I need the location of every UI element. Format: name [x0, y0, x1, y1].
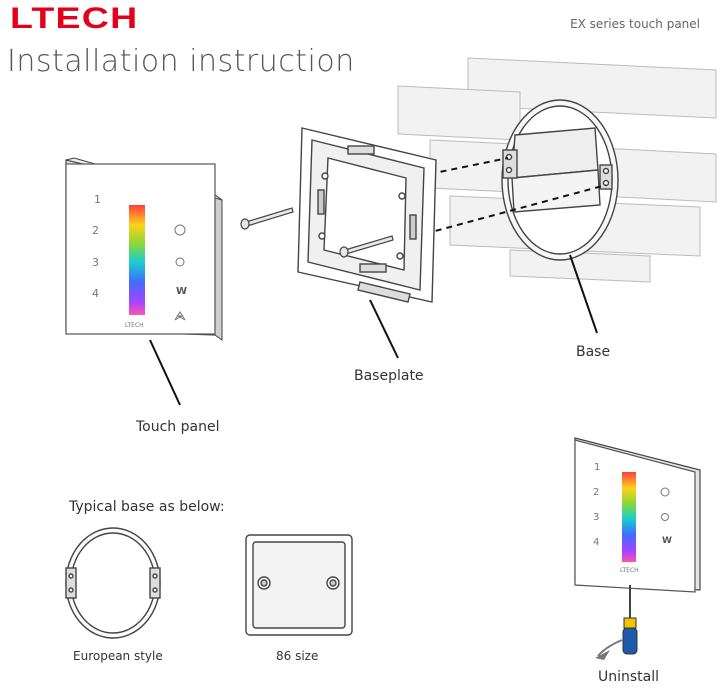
european-base-illustration	[65, 527, 161, 639]
svg-text:1: 1	[94, 193, 101, 206]
svg-text:1: 1	[594, 462, 600, 473]
svg-text:4: 4	[593, 537, 599, 548]
european-style-label: European style	[73, 649, 163, 663]
touch-panel-label: Touch panel	[136, 419, 220, 435]
svg-text:2: 2	[593, 487, 599, 498]
svg-text:4: 4	[92, 287, 99, 300]
uninstall-label: Uninstall	[598, 669, 660, 685]
uninstall-panel-illustration: 1 2 3 4 W LTECH	[574, 437, 701, 593]
svg-text:3: 3	[593, 512, 599, 523]
svg-text:3: 3	[92, 256, 99, 269]
base-label: Base	[576, 344, 611, 360]
svg-text:W: W	[662, 536, 672, 546]
screwdriver-icon	[595, 585, 638, 660]
touch-panel-illustration: 1 2 3 4 W LTECH	[65, 157, 223, 341]
svg-text:2: 2	[92, 224, 99, 237]
typical-base-label: Typical base as below:	[69, 499, 225, 515]
svg-text:W: W	[176, 286, 187, 297]
svg-text:LTECH: LTECH	[620, 567, 639, 574]
size86-base-illustration	[245, 534, 353, 636]
screw-illustration	[240, 207, 394, 258]
base-illustration	[501, 99, 619, 261]
alignment-guides	[321, 157, 607, 249]
series-name: EX series touch panel	[570, 17, 700, 31]
svg-text:LTECH: LTECH	[125, 322, 144, 329]
page-title: Installation instruction	[7, 44, 355, 79]
brand-logo: LTECH	[10, 2, 139, 35]
size86-label: 86 size	[276, 649, 319, 663]
baseplate-illustration	[297, 127, 437, 303]
baseplate-label: Baseplate	[354, 368, 424, 384]
leader-lines	[149, 254, 598, 406]
